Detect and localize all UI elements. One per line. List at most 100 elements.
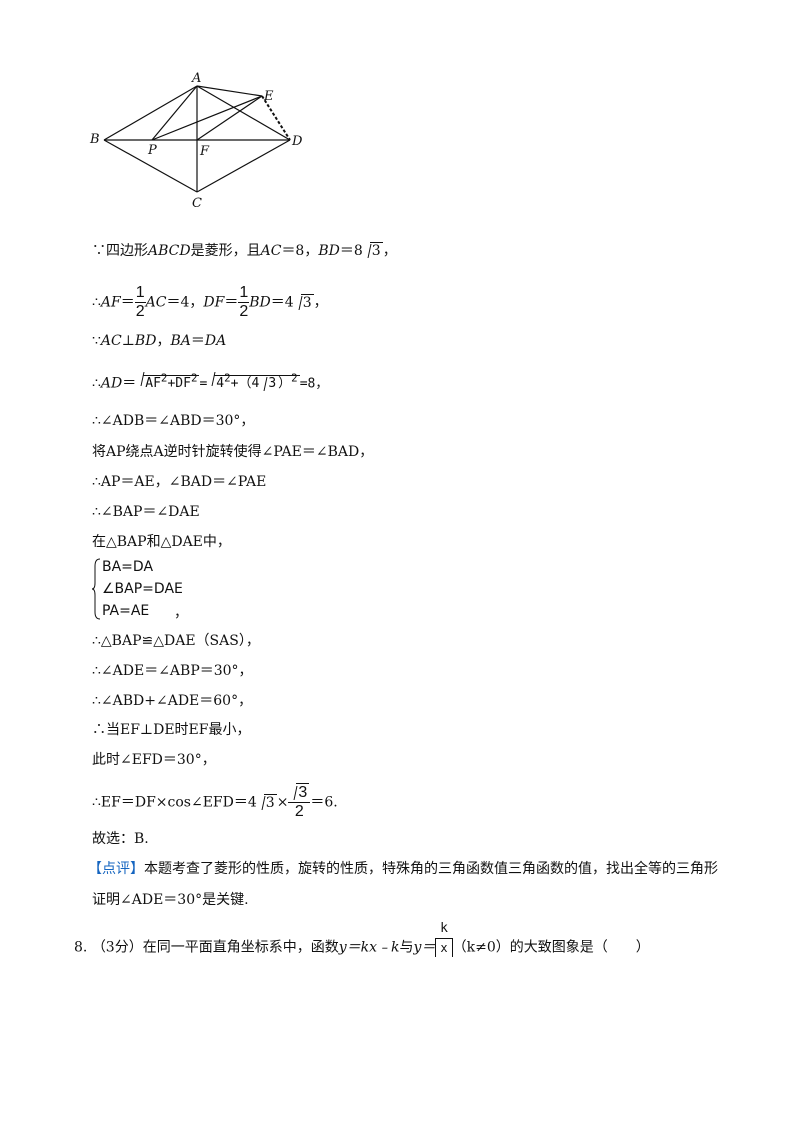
denominator: x: [435, 939, 453, 957]
text: ∴EF＝DF×cos∠EFD＝4: [92, 794, 257, 811]
text: BD: [134, 333, 157, 349]
text: y＝: [413, 939, 436, 956]
radicand: 3: [300, 293, 314, 311]
text: （3分）在同一平面直角坐标系中，函数: [91, 939, 339, 956]
superscript: 2: [224, 372, 231, 385]
radicand: AF2+DF2: [143, 372, 200, 392]
solution-line-12: ∴∠ABD+∠ADE＝60°，: [92, 693, 253, 709]
segment-fe: [196, 95, 263, 141]
text: AF: [100, 294, 121, 311]
solution-line-5: ∴∠ADB＝∠ABD＝30°，: [92, 413, 255, 429]
text: ＝: [122, 375, 137, 392]
sqrt: 3: [259, 375, 279, 393]
superscript: 2: [160, 372, 168, 385]
system-brace: [92, 558, 101, 620]
text: 是菱形，且: [190, 243, 261, 259]
segment-ed-dashed: [261, 95, 291, 141]
abs-x: x: [435, 939, 453, 957]
text: ⊥: [121, 333, 135, 349]
text: ×: [276, 794, 289, 811]
label-f: F: [199, 144, 210, 159]
radicand: 3: [266, 375, 279, 392]
radicand: 3: [369, 242, 383, 259]
segment-ad: [196, 85, 291, 141]
text: 本题考查了菱形的性质，旋转的性质，特殊角的三角函数值三角函数的值，找出全等的三角…: [144, 861, 718, 877]
text: AC: [145, 294, 167, 311]
label-e: E: [263, 89, 274, 104]
sqrt: 3: [257, 793, 277, 812]
label-b: B: [89, 132, 100, 147]
system-eq-2: ∠BAP=DAE: [102, 581, 183, 597]
numerator: k: [435, 920, 453, 939]
text: =: [199, 376, 208, 392]
text: ，: [382, 243, 397, 259]
system-eq-3: PA=AE: [102, 603, 150, 619]
system-eq-1: BA=DA: [102, 559, 154, 575]
text: ∴: [92, 375, 101, 392]
text: +DF: [167, 376, 191, 392]
sqrt: 3: [289, 783, 310, 802]
text: ，: [313, 294, 328, 311]
sqrt: AF2+DF2: [136, 370, 200, 393]
denominator: 2: [239, 303, 249, 320]
text: ＝: [224, 294, 239, 311]
sqrt: 3: [363, 242, 383, 260]
text: DF: [203, 294, 225, 311]
segment-dc: [196, 139, 291, 193]
question-number: 8.: [74, 939, 88, 956]
solution-line-14: 此时∠EFD＝30°，: [92, 752, 216, 768]
numerator: 1: [134, 284, 146, 303]
comment-tag: 【点评】: [88, 861, 144, 877]
text: 与: [399, 939, 414, 956]
text: ∵四边形: [92, 243, 148, 259]
text: =8，: [299, 376, 329, 392]
solution-line-10: ∴△BAP≌△DAE（SAS），: [92, 633, 260, 649]
sqrt: 3: [294, 293, 314, 312]
radicand: 3: [296, 783, 310, 801]
system-end-comma: ，: [174, 605, 188, 621]
solution-line-6: 将AP绕点A逆时针旋转使得∠PAE＝∠BAD，: [92, 444, 374, 460]
solution-line-16: 故选：B.: [92, 831, 149, 847]
denominator: 2: [135, 303, 145, 320]
segment-ba: [103, 85, 198, 141]
solution-line-7: ∴AP＝AE，∠BAD＝∠PAE: [92, 474, 267, 490]
radicand: 3: [263, 793, 277, 811]
text: ABCD: [148, 243, 191, 259]
label-p: P: [147, 143, 157, 158]
text: ）: [278, 376, 292, 392]
geometry-figure: A B C D E F P: [89, 71, 303, 211]
denominator: 2: [294, 803, 304, 820]
text: ＝6.: [310, 794, 338, 811]
text: BA: [170, 333, 191, 349]
text: ＝4，: [166, 294, 204, 311]
text: ∵: [92, 333, 101, 349]
comment-line-1: 【点评】本题考查了菱形的性质，旋转的性质，特殊角的三角函数值三角函数的值，找出全…: [88, 860, 718, 878]
solution-line-3: ∵AC⊥BD，BA＝DA: [92, 332, 226, 350]
text: DA: [204, 333, 227, 349]
text: AC: [100, 333, 122, 349]
solution-line-9: 在△BAP和△DAE中，: [92, 534, 231, 550]
solution-line-11: ∴∠ADE＝∠ABP＝30°，: [92, 663, 253, 679]
text: AF: [145, 376, 161, 392]
numerator: 3: [288, 783, 311, 803]
superscript: 2: [291, 372, 298, 385]
segment-ap: [151, 85, 198, 141]
text: BD: [318, 243, 340, 259]
solution-line-8: ∴∠BAP＝∠DAE: [92, 504, 200, 520]
text: +（4: [230, 376, 260, 392]
label-d: D: [291, 134, 303, 149]
text: ＝: [190, 333, 205, 349]
text: ∴: [92, 294, 101, 311]
text: AC: [260, 243, 282, 259]
text: 4: [216, 376, 225, 392]
text: ＝8: [339, 243, 363, 259]
